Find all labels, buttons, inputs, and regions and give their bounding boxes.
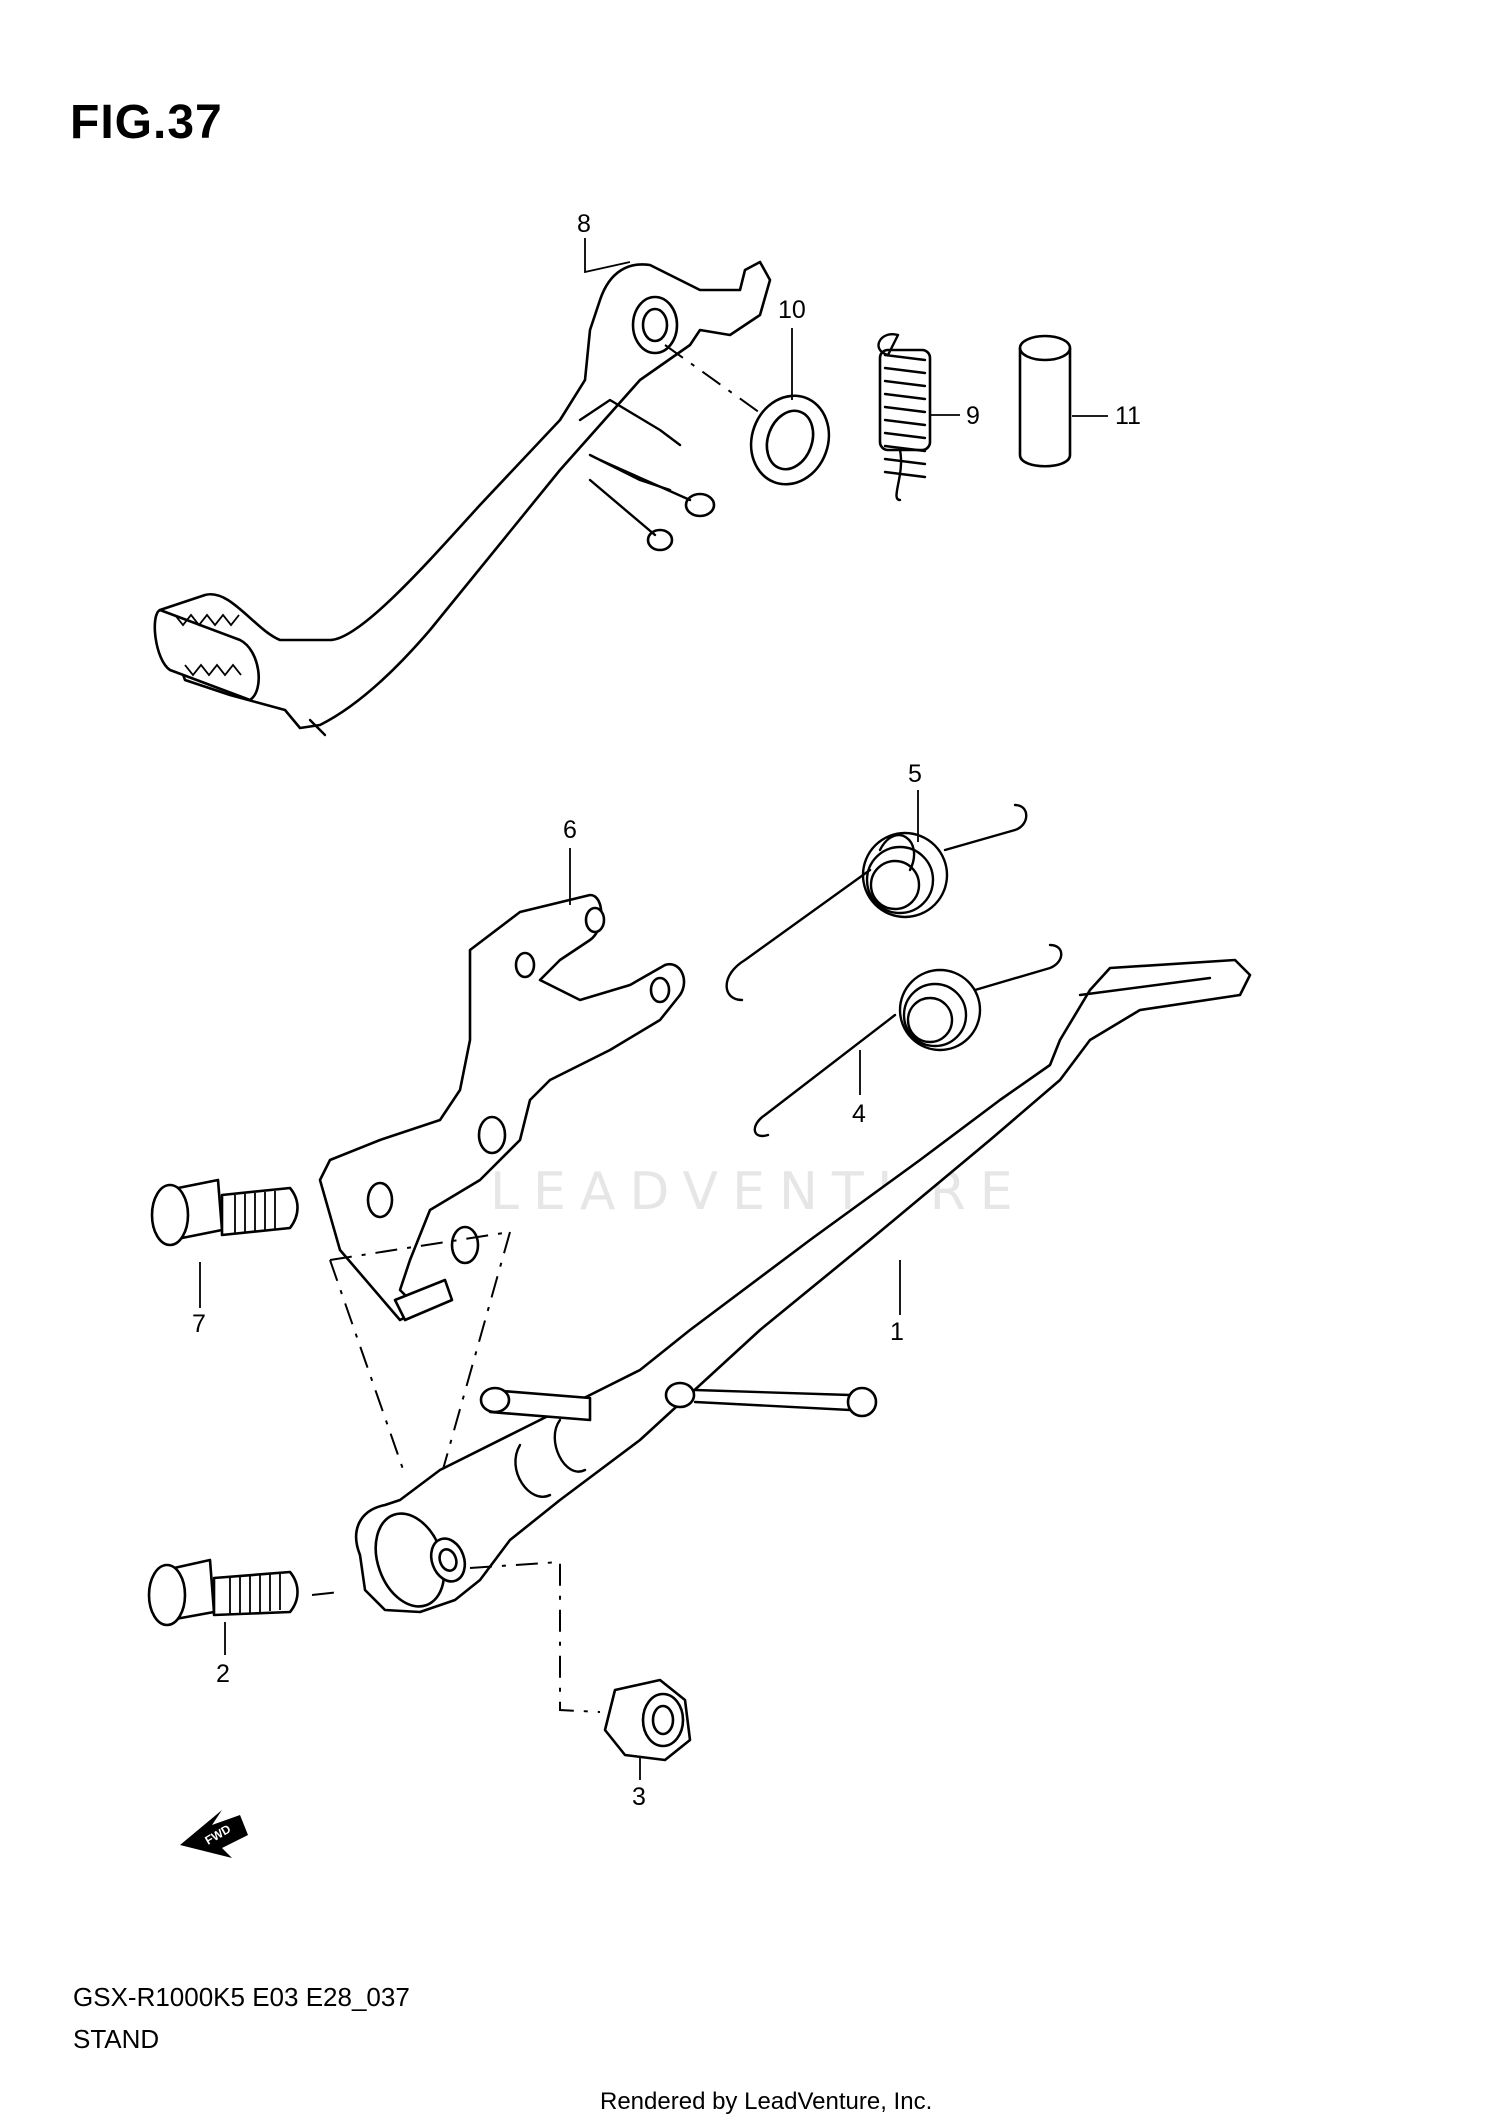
callout-7: 7 <box>192 1310 206 1338</box>
callout-1: 1 <box>890 1318 904 1346</box>
part-11-collar[interactable] <box>1018 334 1072 468</box>
dash-line-6b <box>329 1231 511 1261</box>
part-4-spring[interactable] <box>753 943 1063 1138</box>
model-code: GSX-R1000K5 E03 E28_037 <box>73 1982 410 2012</box>
dash-line-8-10 <box>664 344 771 421</box>
part-10-washer[interactable] <box>739 385 841 496</box>
part-2-bolt[interactable] <box>147 1558 299 1627</box>
part-8-pedal[interactable] <box>153 260 772 737</box>
callout-4: 4 <box>852 1100 866 1128</box>
callout-10: 10 <box>778 296 806 324</box>
callout-3: 3 <box>632 1783 646 1811</box>
section-name: STAND <box>73 2024 160 2054</box>
part-1-stand[interactable] <box>354 958 1252 1616</box>
callout-6: 6 <box>563 816 577 844</box>
callout-5: 5 <box>908 760 922 788</box>
part-7-bolt[interactable] <box>150 1178 299 1247</box>
fwd-arrow-icon: FWD <box>180 1810 248 1858</box>
callout-2: 2 <box>216 1660 230 1688</box>
dash-line-3 <box>469 1560 601 1713</box>
part-9-spring[interactable] <box>877 333 932 502</box>
callout-9: 9 <box>966 402 980 430</box>
part-3-nut[interactable] <box>603 1678 692 1762</box>
leader-8 <box>584 238 631 274</box>
render-credit: Rendered by LeadVenture, Inc. <box>600 2088 933 2115</box>
part-6-bracket[interactable] <box>318 893 686 1322</box>
dash-line-2 <box>311 1591 341 1596</box>
callout-8: 8 <box>577 210 591 238</box>
callout-11: 11 <box>1115 402 1141 430</box>
part-5-spring[interactable] <box>725 803 1028 1002</box>
figure-title: FIG.37 <box>70 96 223 149</box>
dash-line-6a <box>329 1259 406 1476</box>
